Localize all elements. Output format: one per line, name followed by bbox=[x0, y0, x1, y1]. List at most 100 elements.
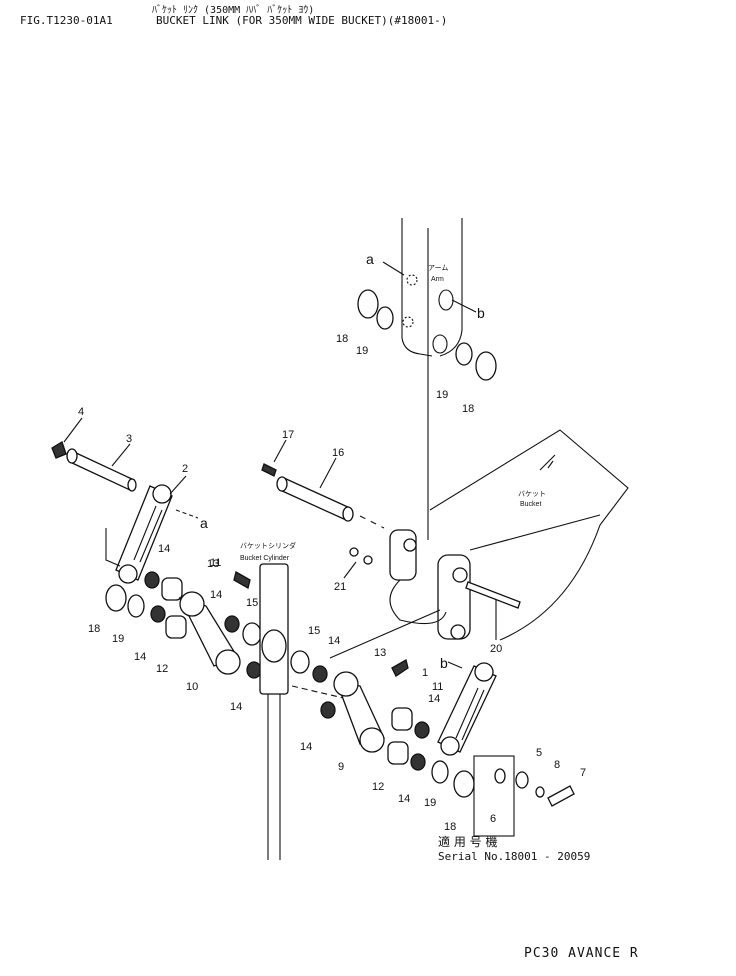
shim-18-right bbox=[453, 770, 475, 798]
ref-b-leader bbox=[451, 299, 477, 313]
leader-21 bbox=[343, 561, 357, 579]
label-part-14-f: 14 bbox=[300, 741, 312, 753]
ref-a-arm: a bbox=[366, 251, 374, 267]
axis-16 bbox=[359, 515, 385, 529]
plate-6 bbox=[494, 768, 506, 784]
label-part-11-left: 11 bbox=[210, 557, 221, 569]
label-part-14-c: 14 bbox=[210, 589, 222, 601]
label-part-13-right: 13 bbox=[374, 647, 386, 659]
label-part-14-g: 14 bbox=[428, 693, 440, 705]
cylinder-label-en: Bucket Cylinder bbox=[240, 555, 290, 562]
seal-14-d bbox=[246, 661, 262, 679]
label-part-4: 4 bbox=[78, 406, 84, 418]
label-part-13-first: 13 bbox=[207, 558, 219, 570]
applicability-label: 適 用 号 機 bbox=[438, 834, 497, 849]
label-part-18-top-right: 18 bbox=[462, 403, 474, 415]
seal-14-g bbox=[414, 721, 430, 739]
cylinder-label-jp: バケットシリンダ bbox=[240, 541, 296, 550]
shim-15-right bbox=[290, 650, 310, 674]
label-part-15-right: 15 bbox=[308, 625, 320, 637]
label-part-1: 1 bbox=[422, 667, 428, 679]
applicability-serial: Serial No.18001 - 20059 bbox=[438, 850, 590, 863]
shim-19-right bbox=[431, 760, 449, 784]
label-part-18-right: 18 bbox=[444, 821, 456, 833]
label-part-11-right: 11 bbox=[432, 681, 443, 693]
shim-15-left bbox=[242, 622, 262, 646]
label-part-8: 8 bbox=[554, 759, 560, 771]
grease-fitting-4 bbox=[51, 441, 67, 459]
bushing-12-right bbox=[387, 741, 409, 765]
label-part-18-top-left: 18 bbox=[336, 333, 348, 345]
label-part-15-left: 15 bbox=[246, 597, 258, 609]
label-part-2: 2 bbox=[182, 463, 188, 475]
bracket-left bbox=[105, 528, 121, 567]
label-part-19-top-left: 19 bbox=[356, 345, 368, 357]
label-part-12-left: 12 bbox=[156, 663, 168, 675]
label-part-9: 9 bbox=[338, 761, 344, 773]
label-part-19-top-right: 19 bbox=[436, 389, 448, 401]
label-part-14-a: 14 bbox=[158, 543, 170, 555]
seal-14-e bbox=[312, 665, 328, 683]
bolt-20 bbox=[465, 581, 521, 609]
label-part-18-left: 18 bbox=[88, 623, 100, 635]
link-9 bbox=[333, 671, 385, 753]
washer-8 bbox=[535, 786, 545, 798]
seal-14-a bbox=[144, 571, 160, 589]
pin-16 bbox=[276, 476, 354, 522]
bushing-11-left bbox=[161, 577, 183, 601]
leader-2 bbox=[169, 475, 187, 495]
ref-a-link: a bbox=[200, 515, 208, 531]
bushing-12-left bbox=[165, 615, 187, 639]
label-part-19-left: 19 bbox=[112, 633, 124, 645]
label-part-16: 16 bbox=[332, 447, 344, 459]
figure-code: FIG.T1230-01A1 bbox=[20, 14, 113, 27]
label-part-10: 10 bbox=[186, 681, 198, 693]
leader-3 bbox=[111, 443, 131, 467]
arrow-a-line bbox=[175, 509, 199, 519]
label-part-19-right: 19 bbox=[424, 797, 436, 809]
bucket-label-jp: バケット bbox=[518, 490, 546, 498]
pin-3 bbox=[66, 448, 137, 492]
leader-16 bbox=[319, 457, 337, 489]
link-1 bbox=[437, 662, 497, 756]
seal-14-f bbox=[320, 701, 336, 719]
grease-fitting-13-right bbox=[391, 659, 409, 677]
arm bbox=[401, 218, 463, 540]
label-part-14-h: 14 bbox=[398, 793, 410, 805]
label-part-21: 21 bbox=[334, 581, 346, 593]
bucket bbox=[389, 429, 629, 641]
label-part-14-d: 14 bbox=[230, 701, 242, 713]
ref-b-link: b bbox=[440, 655, 448, 671]
arm-label-en: Arm bbox=[431, 276, 444, 283]
label-part-7: 7 bbox=[580, 767, 586, 779]
shim-19-top-right bbox=[455, 342, 473, 366]
title-english: BUCKET LINK (FOR 350MM WIDE BUCKET)(#180… bbox=[156, 14, 448, 27]
bushing-11-right bbox=[391, 707, 413, 731]
shim-19-top-left bbox=[376, 306, 394, 330]
label-part-3: 3 bbox=[126, 433, 132, 445]
ref-a-leader bbox=[382, 261, 405, 276]
grease-fitting-13-left bbox=[233, 571, 251, 589]
bucket-label-en: Bucket bbox=[520, 501, 541, 508]
ref-b-arm: b bbox=[477, 305, 485, 321]
link-10 bbox=[178, 591, 241, 675]
model-footer: PC30 AVANCE R bbox=[524, 946, 639, 961]
seal-14-b bbox=[150, 605, 166, 623]
label-part-20: 20 bbox=[490, 643, 502, 655]
label-part-14-b: 14 bbox=[134, 651, 146, 663]
label-part-12-right: 12 bbox=[372, 781, 384, 793]
seal-14-c bbox=[224, 615, 240, 633]
arm-label-jp: アーム bbox=[428, 264, 448, 272]
nut-21-a bbox=[349, 547, 359, 557]
leader-4 bbox=[63, 417, 83, 443]
label-part-14-e: 14 bbox=[328, 635, 340, 647]
title-japanese: ﾊﾞｹｯﾄ ﾘﾝｸ (350MM ﾊﾊﾞ ﾊﾞｹｯﾄ ﾖｳ) bbox=[152, 5, 315, 16]
shim-18-top-left bbox=[357, 289, 379, 319]
washer-5 bbox=[515, 771, 529, 789]
leader-17 bbox=[273, 439, 287, 463]
leader-to-bucket bbox=[329, 609, 441, 659]
label-part-5: 5 bbox=[536, 747, 542, 759]
bucket-cylinder bbox=[259, 563, 289, 860]
ref-b-link-line bbox=[447, 661, 463, 669]
